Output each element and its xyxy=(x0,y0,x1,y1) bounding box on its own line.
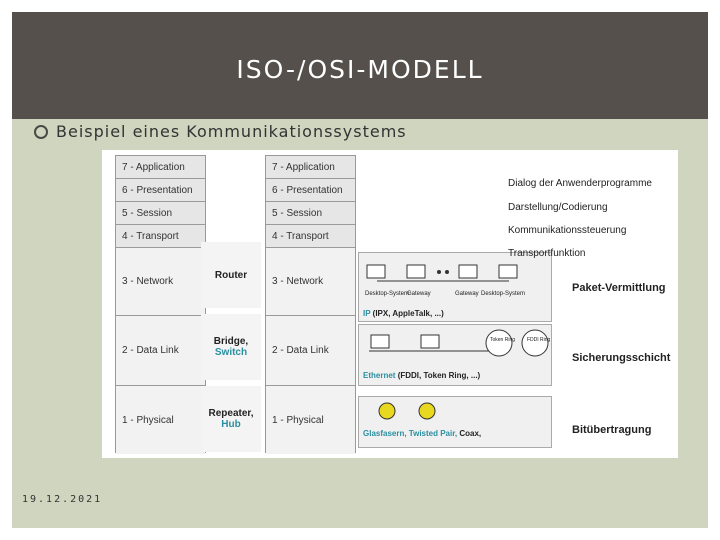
slide-title: ISO-/OSI-MODELL xyxy=(236,55,484,84)
slide-date: 19.12.2021 xyxy=(22,494,103,505)
node-gateway-1: Gateway xyxy=(407,291,431,297)
bullet-item: Beispiel eines Kommunikationssystems xyxy=(34,122,407,141)
left-layer-1: 1 - Physical xyxy=(116,386,205,454)
right-layer-6: 6 - Presentation xyxy=(266,179,355,202)
left-osi-stack: 7 - Application 6 - Presentation 5 - Ses… xyxy=(115,155,206,454)
eth-rest: (FDDI, Token Ring, ...) xyxy=(397,371,481,380)
bullet-text: Beispiel eines Kommunikationssystems xyxy=(56,122,407,141)
repeater-cell: Repeater, Hub xyxy=(201,386,261,452)
right-layer-5: 5 - Session xyxy=(266,202,355,225)
hub-label: Hub xyxy=(221,419,241,430)
left-layer-6: 6 - Presentation xyxy=(116,179,205,202)
desc-physical: Bitübertragung xyxy=(572,424,652,436)
right-layer-1: 1 - Physical xyxy=(266,386,355,454)
ethernet-topology-icon xyxy=(369,329,549,357)
network-box-ethernet: Token Ring FDDI Ring Ethernet (FDDI, Tok… xyxy=(358,324,552,386)
left-layer-4: 4 - Transport xyxy=(116,225,205,248)
node-gateway-2: Gateway xyxy=(455,291,479,297)
switch-label: Switch xyxy=(214,347,248,358)
left-layer-5: 5 - Session xyxy=(116,202,205,225)
router-cell: Router xyxy=(201,242,261,308)
right-layer-3: 3 - Network xyxy=(266,248,355,316)
ip-rest: (IPX, AppleTalk, ...) xyxy=(372,309,444,318)
token-ring-label: Token Ring xyxy=(490,337,516,343)
phys-prefix: Glasfasern, Twisted Pair, xyxy=(363,429,458,438)
desc-transport: Transportfunktion xyxy=(508,248,586,259)
device-column: Router Bridge, Switch Repeater, Hub xyxy=(201,242,261,453)
eth-prefix: Ethernet xyxy=(363,371,396,380)
right-layer-4: 4 - Transport xyxy=(266,225,355,248)
left-layer-3: 3 - Network xyxy=(116,248,205,316)
right-osi-stack: 7 - Application 6 - Presentation 5 - Ses… xyxy=(265,155,356,454)
physical-media-icon xyxy=(378,402,436,420)
left-layer-7: 7 - Application xyxy=(116,156,205,179)
node-desktop-2: Desktop-System xyxy=(481,291,526,297)
ip-prefix: IP xyxy=(363,309,371,318)
bridge-cell: Bridge, Switch xyxy=(201,314,261,380)
right-layer-2: 2 - Data Link xyxy=(266,316,355,386)
node-desktop-1: Desktop-System xyxy=(365,291,410,297)
osi-diagram: 7 - Application 6 - Presentation 5 - Ses… xyxy=(102,150,678,458)
desc-datalink: Sicherungsschicht xyxy=(572,352,671,364)
bridge-label: Bridge, xyxy=(213,336,249,347)
ethernet-protocol-label: Ethernet (FDDI, Token Ring, ...) xyxy=(363,371,480,380)
router-label: Router xyxy=(214,269,248,281)
network-box-ip: Desktop-System Gateway Gateway Desktop-S… xyxy=(358,252,552,322)
bullet-circle-icon xyxy=(34,124,48,139)
phys-rest: Coax, xyxy=(459,429,482,438)
desc-application: Dialog der Anwenderprogramme xyxy=(508,178,652,189)
physical-media-label: Glasfasern, Twisted Pair, Coax, xyxy=(363,429,481,438)
desc-network: Paket-Vermittlung xyxy=(572,282,666,294)
title-bar: ISO-/OSI-MODELL xyxy=(12,12,708,119)
network-topology-icon xyxy=(366,264,518,282)
repeater-label: Repeater, xyxy=(208,408,254,419)
fddi-ring-label: FDDI Ring xyxy=(527,337,551,343)
network-box-physical: Glasfasern, Twisted Pair, Coax, xyxy=(358,396,552,448)
ip-protocol-label: IP (IPX, AppleTalk, ...) xyxy=(363,309,444,318)
left-layer-2: 2 - Data Link xyxy=(116,316,205,386)
desc-presentation: Darstellung/Codierung xyxy=(508,202,608,213)
right-layer-7: 7 - Application xyxy=(266,156,355,179)
desc-session: Kommunikationssteuerung xyxy=(508,225,627,236)
